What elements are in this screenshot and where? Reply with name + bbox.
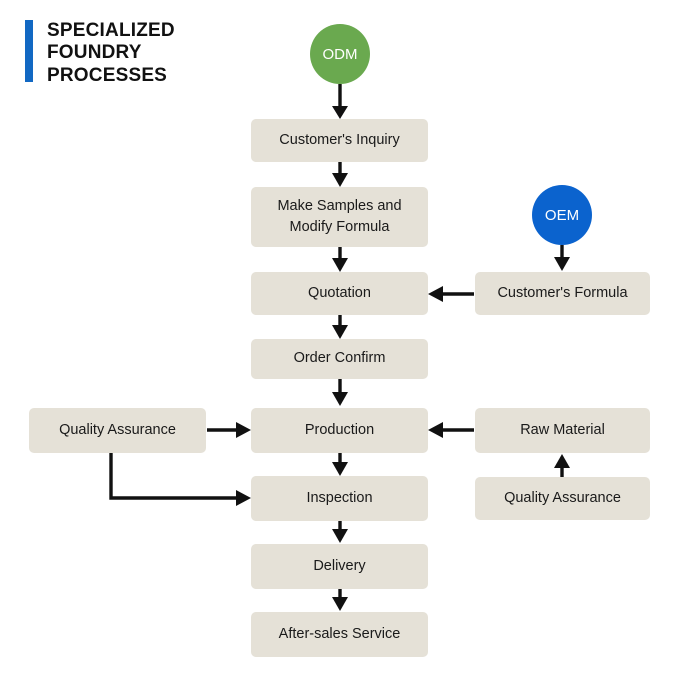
arrow-inquiry-to-samples xyxy=(332,162,348,187)
arrow-formula-to-quotation xyxy=(428,286,474,302)
node-quality-assurance-right[interactable]: Quality Assurance xyxy=(475,477,650,520)
node-customers-inquiry[interactable]: Customer's Inquiry xyxy=(251,119,428,162)
node-quality-assurance-left[interactable]: Quality Assurance xyxy=(29,408,206,453)
arrow-production-to-inspection xyxy=(332,453,348,476)
node-customers-formula[interactable]: Customer's Formula xyxy=(475,272,650,315)
title-accent-bar xyxy=(25,20,33,82)
node-production-label: Production xyxy=(304,421,375,438)
node-raw-material-label: Raw Material xyxy=(520,421,605,438)
node-after-sales-service[interactable]: After-sales Service xyxy=(251,612,428,657)
node-order-confirm[interactable]: Order Confirm xyxy=(251,339,428,379)
node-oem[interactable]: OEM xyxy=(532,185,592,245)
arrow-inspection-to-delivery xyxy=(332,521,348,543)
node-quotation[interactable]: Quotation xyxy=(251,272,428,315)
node-delivery-label: Delivery xyxy=(313,557,366,574)
node-inspection[interactable]: Inspection xyxy=(251,476,428,521)
node-inspection-label: Inspection xyxy=(306,489,373,506)
node-odm-label: ODM xyxy=(322,45,358,63)
arrow-oem-to-formula xyxy=(554,245,570,271)
arrow-qaright-to-rawmaterial xyxy=(554,454,570,477)
node-oem-label: OEM xyxy=(544,206,580,224)
arrow-delivery-to-aftersales xyxy=(332,589,348,611)
arrow-rawmaterial-to-production xyxy=(428,422,474,438)
page-title: SPECIALIZED FOUNDRY PROCESSES xyxy=(47,20,175,86)
node-make-samples[interactable]: Make Samples and Modify Formula xyxy=(251,187,428,247)
arrow-odm-to-inquiry xyxy=(332,84,348,119)
node-raw-material[interactable]: Raw Material xyxy=(475,408,650,453)
node-odm[interactable]: ODM xyxy=(310,24,370,84)
arrow-order-to-production xyxy=(332,379,348,406)
node-customers-formula-label: Customer's Formula xyxy=(497,284,628,301)
node-after-sales-service-label: After-sales Service xyxy=(278,625,401,642)
arrow-quotation-to-order xyxy=(332,315,348,339)
arrow-qaleft-to-inspection xyxy=(109,453,251,506)
node-customers-inquiry-label: Customer's Inquiry xyxy=(279,131,400,148)
page-title-block: SPECIALIZED FOUNDRY PROCESSES xyxy=(25,20,175,87)
node-quality-assurance-right-label: Quality Assurance xyxy=(504,489,621,506)
node-quality-assurance-left-label: Quality Assurance xyxy=(59,421,176,438)
node-quotation-label: Quotation xyxy=(308,284,371,301)
node-order-confirm-label: Order Confirm xyxy=(293,350,386,367)
arrow-samples-to-quotation xyxy=(332,247,348,272)
arrow-qaleft-to-production xyxy=(207,422,251,438)
node-delivery[interactable]: Delivery xyxy=(251,544,428,589)
node-production[interactable]: Production xyxy=(251,408,428,453)
node-make-samples-label: Make Samples and Modify Formula xyxy=(277,197,402,235)
